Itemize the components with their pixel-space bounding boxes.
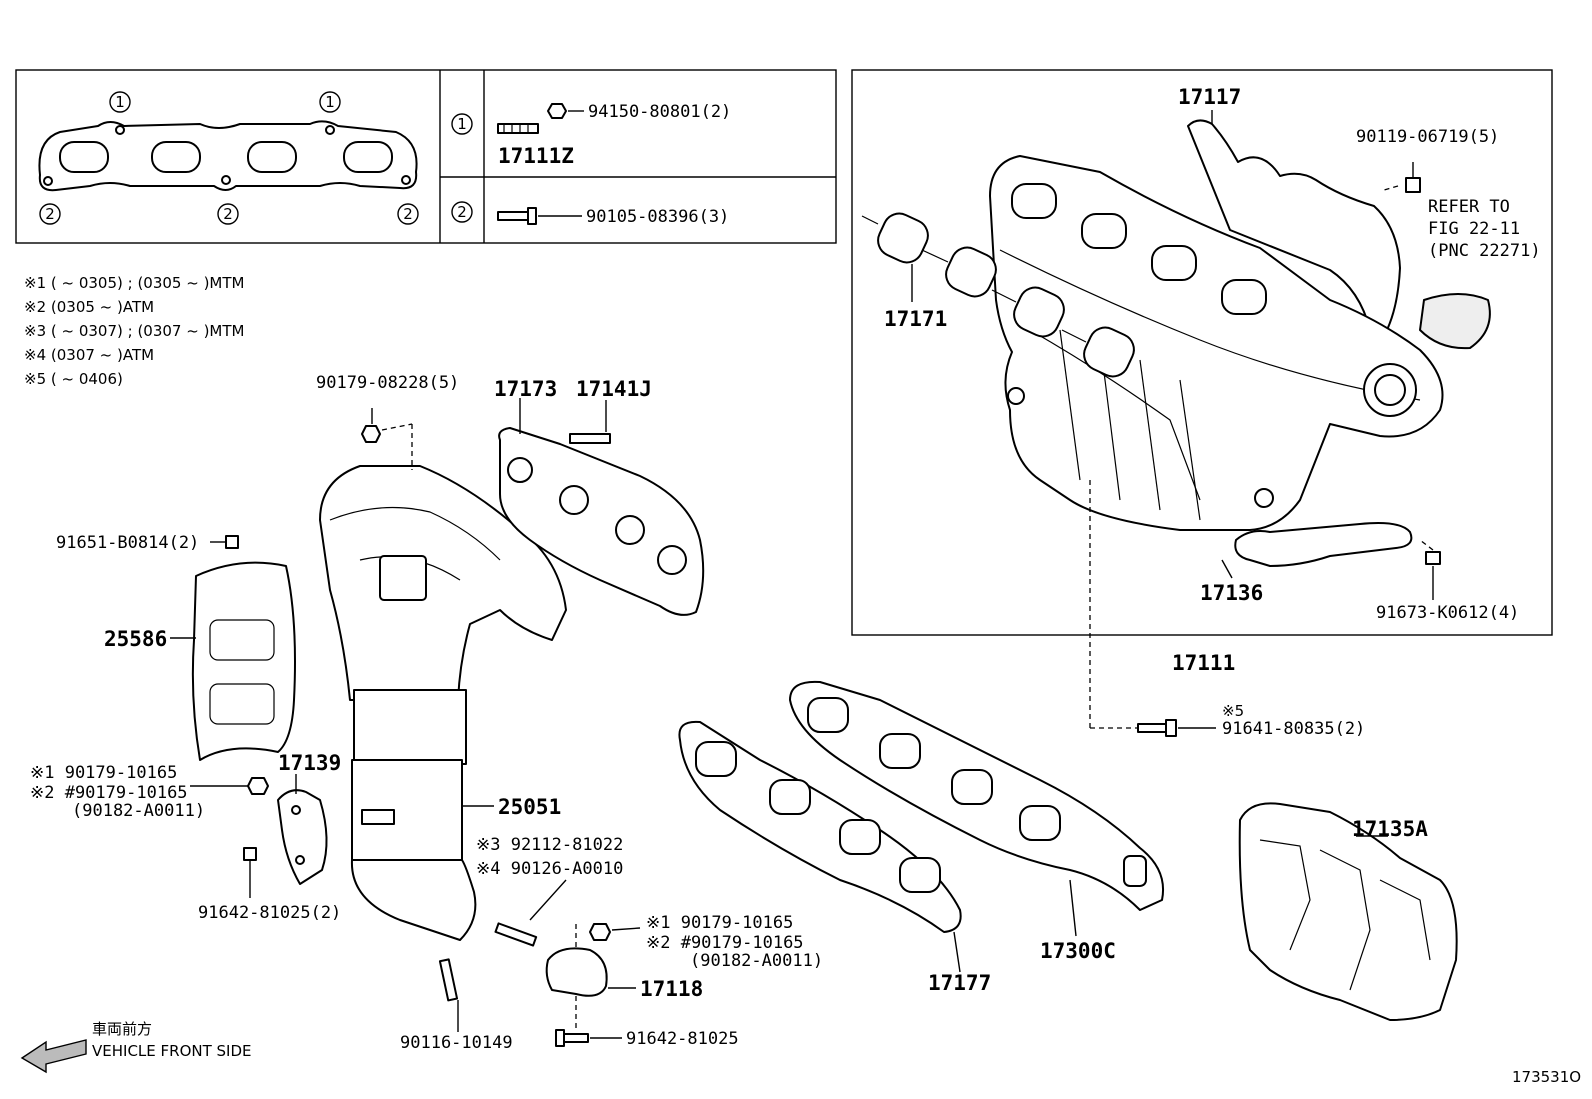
label-90119-06719: 90119-06719(5) — [1356, 127, 1499, 147]
applicability-notes: ※1 ( ~ 0305) ; (0305 ~ )MTM ※2 (0305 ~ )… — [24, 274, 244, 388]
note-2: ※2 (0305 ~ )ATM — [24, 298, 154, 316]
vehicle-front-arrow-icon — [20, 1039, 87, 1074]
note-1: ※1 ( ~ 0305) ; (0305 ~ )MTM — [24, 274, 244, 292]
label-90116-10149: 90116-10149 — [400, 1033, 513, 1053]
label-92112-81022: ※3 92112-81022 — [476, 835, 623, 855]
label-17111: 17111 — [1172, 651, 1235, 675]
note-4: ※4 (0307 ~ )ATM — [24, 346, 154, 364]
label-17171: 17171 — [884, 307, 947, 331]
label-90179-10165-a1: ※1 90179-10165 — [30, 763, 177, 783]
marker-1-right: 1 — [325, 93, 335, 111]
label-90182-A0011-b: (90182-A0011) — [690, 951, 823, 971]
label-refer-3: (PNC 22271) — [1428, 241, 1541, 261]
label-refer-2: FIG 22-11 — [1428, 219, 1520, 239]
label-90179-10165-b1: ※1 90179-10165 — [646, 913, 793, 933]
label-17173: 17173 — [494, 377, 557, 401]
gasket-outline — [38, 120, 418, 192]
note-5: ※5 ( ~ 0406) — [24, 370, 123, 388]
marker-1-left: 1 — [115, 93, 125, 111]
label-front-en: VEHICLE FRONT SIDE — [92, 1042, 252, 1060]
label-refer-1: REFER TO — [1428, 197, 1510, 217]
label-90179-08228: 90179-08228(5) — [316, 373, 459, 393]
label-front-jp: 車両前方 — [92, 1020, 152, 1038]
label-17177: 17177 — [928, 971, 991, 995]
label-94150-80801: 94150-80801(2) — [588, 102, 731, 122]
label-90179-10165-a2: ※2 #90179-10165 — [30, 783, 188, 803]
note-91641: ※5 — [1222, 702, 1244, 720]
intake-gasket-17171 — [861, 212, 1135, 378]
label-91642-81025-2: 91642-81025(2) — [198, 903, 341, 923]
label-25051: 25051 — [498, 795, 561, 819]
label-17111Z: 17111Z — [498, 144, 574, 168]
exhaust-manifold-25051 — [319, 465, 567, 941]
label-17135A: 17135A — [1352, 817, 1428, 841]
note-3: ※3 ( ~ 0307) ; (0307 ~ )MTM — [24, 322, 244, 340]
stud-icon — [497, 123, 539, 134]
label-17300C: 17300C — [1040, 939, 1116, 963]
label-91673-K0612: 91673-K0612(4) — [1376, 603, 1519, 623]
label-17139: 17139 — [278, 751, 341, 775]
label-90179-10165-b2: ※2 #90179-10165 — [646, 933, 804, 953]
label-90182-A0011-a: (90182-A0011) — [72, 801, 205, 821]
label-17136: 17136 — [1200, 581, 1263, 605]
label-17118: 17118 — [640, 977, 703, 1001]
bolt-icon — [497, 211, 529, 221]
nut-icon — [547, 103, 567, 119]
label-91642-81025: 91642-81025 — [626, 1029, 739, 1049]
marker-2-left: 2 — [45, 205, 55, 223]
label-90105-08396: 90105-08396(3) — [586, 207, 729, 227]
label-25586: 25586 — [104, 627, 167, 651]
gasket-inset-box: 1 1 2 2 2 1 2 94150-80801(2) 17111Z 9010… — [15, 69, 837, 244]
label-91641-80835: 91641-80835(2) — [1222, 719, 1365, 739]
row-marker-1: 1 — [457, 115, 467, 133]
marker-2-mid: 2 — [223, 205, 233, 223]
label-17117: 17117 — [1178, 85, 1241, 109]
label-17141J: 17141J — [576, 377, 652, 401]
label-90126-A0010: ※4 90126-A0010 — [476, 859, 623, 879]
row-marker-2: 2 — [457, 203, 467, 221]
marker-2-right: 2 — [403, 205, 413, 223]
figure-id: 173531O — [1512, 1068, 1581, 1086]
intake-manifold-box: 17117 90119-06719(5) REFER TO FIG 22-11 … — [851, 69, 1553, 636]
label-91651-B0814: 91651-B0814(2) — [56, 533, 199, 553]
